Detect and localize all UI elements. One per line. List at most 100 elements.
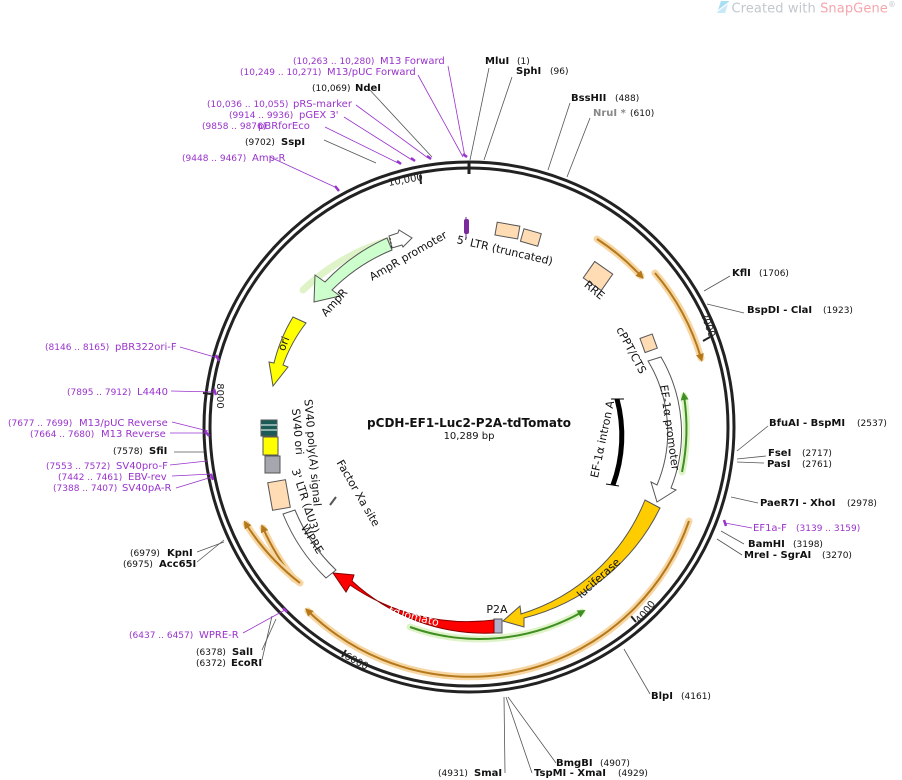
- site-text: NruI *: [593, 108, 627, 119]
- ef1a-intron-line: [610, 398, 625, 486]
- site-text: TspMI - XmaI: [534, 768, 606, 779]
- site-text: MluI: [485, 56, 509, 67]
- site-text: EcoRI: [231, 658, 262, 669]
- luciferase-arrow: [501, 499, 661, 628]
- site-text: (2761): [802, 460, 832, 470]
- sv40-ori-box: [262, 436, 279, 456]
- site-text: M13 Forward: [380, 56, 445, 67]
- site-bfuai-bspmi: BfuAI - BspMI(2537): [769, 418, 887, 429]
- site-text: (7895 .. 7912): [67, 388, 131, 398]
- site-text: SmaI: [474, 768, 502, 779]
- site-text: (10,036 .. 10,055): [207, 100, 288, 110]
- site-text: SalI: [232, 647, 253, 658]
- site-text: (10,263 .. 10,280): [293, 57, 374, 67]
- site-text: (6372): [196, 659, 226, 669]
- site-text: BssHII: [571, 93, 606, 104]
- site-text: (10,249 .. 10,271): [240, 68, 321, 78]
- site-text: (3198): [793, 540, 823, 550]
- site-prs-marker: (10,036 .. 10,055)pRS-marker: [207, 99, 353, 110]
- site-sphi: SphI(96): [516, 66, 568, 77]
- cppt-box: [639, 333, 658, 354]
- sv40-polya-box: [264, 455, 281, 474]
- site-text: (7442 .. 7461): [58, 473, 122, 483]
- site-text: (488): [615, 94, 639, 104]
- tick-2000: 2000: [698, 311, 717, 342]
- site-wpre-r: (6437 .. 6457)WPRE-R: [129, 630, 239, 641]
- site-text: (4161): [681, 692, 711, 702]
- ampr-promoter-arrow: [388, 229, 413, 249]
- site-labels: MluI(1) SphI(96) BssHII(488) NruI *(610)…: [8, 56, 887, 779]
- site-text: (1706): [759, 269, 789, 279]
- feature-label-p2a: P2A: [486, 603, 508, 616]
- small-feature-box: [260, 419, 278, 437]
- site-text: (610): [630, 109, 654, 119]
- site-kfli: KflI(1706): [732, 268, 789, 279]
- site-text: SV40pA-R: [122, 483, 171, 494]
- ef1a-promoter-arrow: [647, 356, 683, 503]
- site-text: SphI: [516, 66, 541, 77]
- site-text: (6437 .. 6457): [129, 631, 193, 641]
- site-ecori: (6372) EcoRI: [196, 658, 262, 669]
- site-bspdi-clai: BspDI - ClaI(1923): [747, 305, 853, 316]
- site-text: M13/pUC Reverse: [79, 418, 168, 429]
- site-bmgbi: BmgBI(4907): [556, 758, 630, 769]
- site-kpni: (6979)KpnI: [130, 548, 193, 559]
- site-nrui: NruI *(610): [593, 108, 654, 119]
- site-mrei-sgrai: MreI - SgrAI(3270): [744, 550, 852, 561]
- site-text: (6975): [123, 560, 153, 570]
- snapgene-watermark: Created with SnapGene®: [717, 0, 896, 16]
- site-paer7i-xhoi: PaeR7I - XhoI(2978): [760, 498, 877, 509]
- site-text: M13/pUC Forward: [327, 67, 416, 78]
- site-text: (4907): [600, 759, 630, 769]
- site-text: (3139 .. 3159): [796, 524, 860, 534]
- site-text: (4931): [438, 769, 468, 779]
- site-pgex-3: (9914 .. 9936) pGEX 3': [229, 110, 339, 121]
- site-text: SspI: [281, 137, 305, 148]
- five-ltr-box-1: [494, 221, 521, 240]
- site-m13-puc-reverse: (7677 .. 7699)M13/pUC Reverse: [8, 418, 168, 429]
- three-ltr-box: [267, 479, 291, 511]
- tdtomato-arrow: [331, 572, 495, 634]
- site-bamhi: BamHI (3198): [748, 539, 823, 550]
- site-m13-reverse: (7664 .. 7680)M13 Reverse: [30, 429, 166, 440]
- primer-leaders: [169, 65, 753, 634]
- feature-label-luciferase: luciferase: [574, 556, 623, 602]
- site-text: BamHI: [748, 539, 785, 550]
- site-text: M13 Reverse: [101, 429, 166, 440]
- site-text: BfuAI - BspMI: [769, 418, 845, 429]
- site-sfii: (7578) SfiI: [113, 446, 167, 457]
- site-text: (7578): [113, 447, 143, 457]
- site-m13-puc-forward: (10,249 .. 10,271) M13/pUC Forward: [240, 67, 416, 78]
- plasmid-backbone: [202, 160, 736, 694]
- site-text: PasI: [767, 459, 790, 470]
- site-text: (3270): [822, 551, 852, 561]
- plasmid-name: pCDH-EF1-Luc2-P2A-tdTomato: [367, 416, 571, 430]
- plasmid-title: pCDH-EF1-Luc2-P2A-tdTomato 10,289 bp: [367, 416, 571, 442]
- site-text: BspDI - ClaI: [747, 305, 812, 316]
- plasmid-size: 10,289 bp: [444, 431, 495, 442]
- site-sv40pro-f: (7553 .. 7572)SV40pro-F: [46, 461, 168, 472]
- site-text: (9448 .. 9467): [182, 154, 246, 164]
- site-text: EBV-rev: [128, 472, 167, 483]
- site-smai: (4931) SmaI: [438, 768, 502, 779]
- site-pasi: PasI (2761): [767, 459, 832, 470]
- site-text: SV40pro-F: [116, 461, 168, 472]
- site-text: FseI: [768, 448, 791, 459]
- site-text: SfiI: [149, 446, 167, 457]
- ori-arrow: [268, 316, 307, 388]
- site-text: (9914 .. 9936): [229, 111, 293, 121]
- site-fsei: FseI(2717): [768, 448, 832, 459]
- site-pbr322ori-f: (8146 .. 8165)pBR322ori-F: [45, 342, 177, 353]
- feature-label-sv40-ori: SV40 ori: [289, 408, 306, 455]
- site-text: pGEX 3': [299, 110, 339, 121]
- site-ndei: (10,069)NdeI: [312, 83, 381, 94]
- site-text: (6378): [196, 648, 226, 658]
- site-l4440: (7895 .. 7912)L4440: [67, 387, 168, 398]
- site-text: (9702): [245, 138, 275, 148]
- feature-label-ef1a-intron: EF-1α intron A: [588, 399, 617, 479]
- outer-feature-arcs: [242, 235, 705, 681]
- site-text: (8146 .. 8165): [45, 343, 109, 353]
- site-ebv-rev: (7442 .. 7461) EBV-rev: [58, 472, 167, 483]
- site-ef1a-f: EF1a-F(3139 .. 3159): [753, 523, 860, 534]
